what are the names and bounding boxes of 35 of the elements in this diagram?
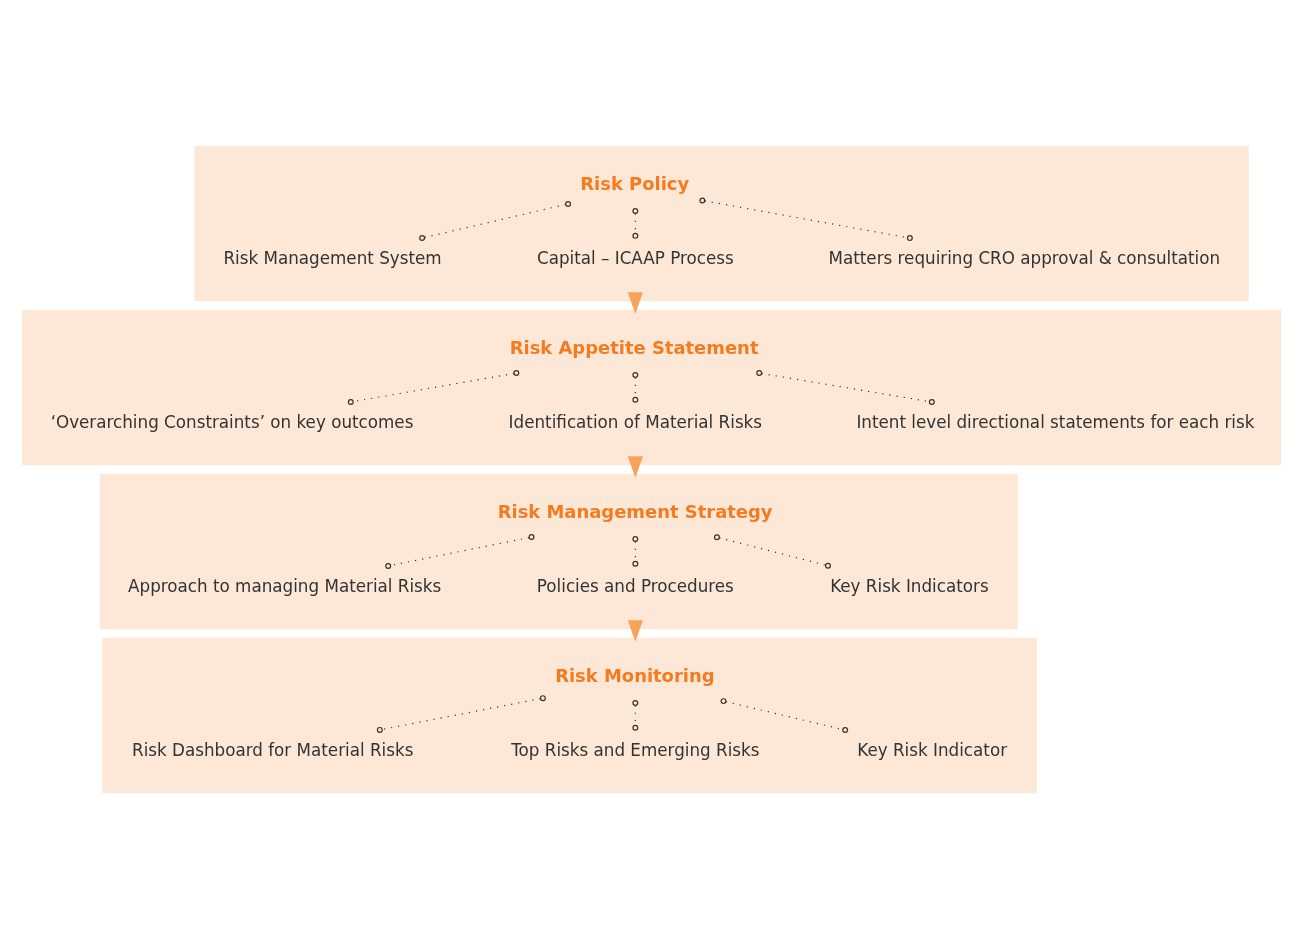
node-text: Key Risk Indicator — [857, 739, 1008, 760]
connector — [419, 200, 572, 241]
node-text: Intent level directional statements for each risk — [856, 411, 1255, 432]
cluster — [21, 309, 1281, 465]
node-text: Capital – ICAAP Process — [536, 247, 734, 268]
node-text: Risk Dashboard for Material Risks — [132, 739, 414, 760]
connector — [385, 533, 535, 569]
cluster — [99, 473, 1018, 629]
node-text: Identification of Material Risks — [508, 411, 763, 432]
node-text: ‘Overarching Constraints’ on key outcomes — [50, 411, 414, 432]
connector — [632, 535, 639, 567]
connector — [756, 369, 935, 405]
connector — [699, 196, 913, 241]
node-text: Approach to managing Material Risks — [128, 575, 442, 596]
node-text: Policies and Procedures — [536, 575, 734, 596]
cluster — [194, 145, 1249, 301]
connector — [632, 699, 639, 731]
node-text: Key Risk Indicators — [830, 575, 989, 596]
connector — [720, 697, 849, 733]
connector — [713, 533, 831, 569]
node-text: Risk Appetite Statement — [509, 336, 759, 358]
node-text: Top Risks and Emerging Risks — [511, 739, 760, 760]
connector — [632, 371, 639, 403]
node-text: Risk Management System — [223, 247, 442, 268]
arrow — [627, 455, 643, 478]
arrow — [627, 291, 643, 314]
arrow — [627, 619, 643, 642]
node-text: Risk Monitoring — [555, 664, 715, 686]
node-text: Risk Policy — [580, 172, 690, 194]
node-text: Matters requiring CRO approval & consultation — [828, 247, 1221, 268]
connector — [632, 207, 639, 239]
node-text: Risk Management Strategy — [497, 500, 773, 522]
cluster — [102, 637, 1037, 793]
connector — [347, 369, 520, 405]
connector — [376, 694, 546, 733]
